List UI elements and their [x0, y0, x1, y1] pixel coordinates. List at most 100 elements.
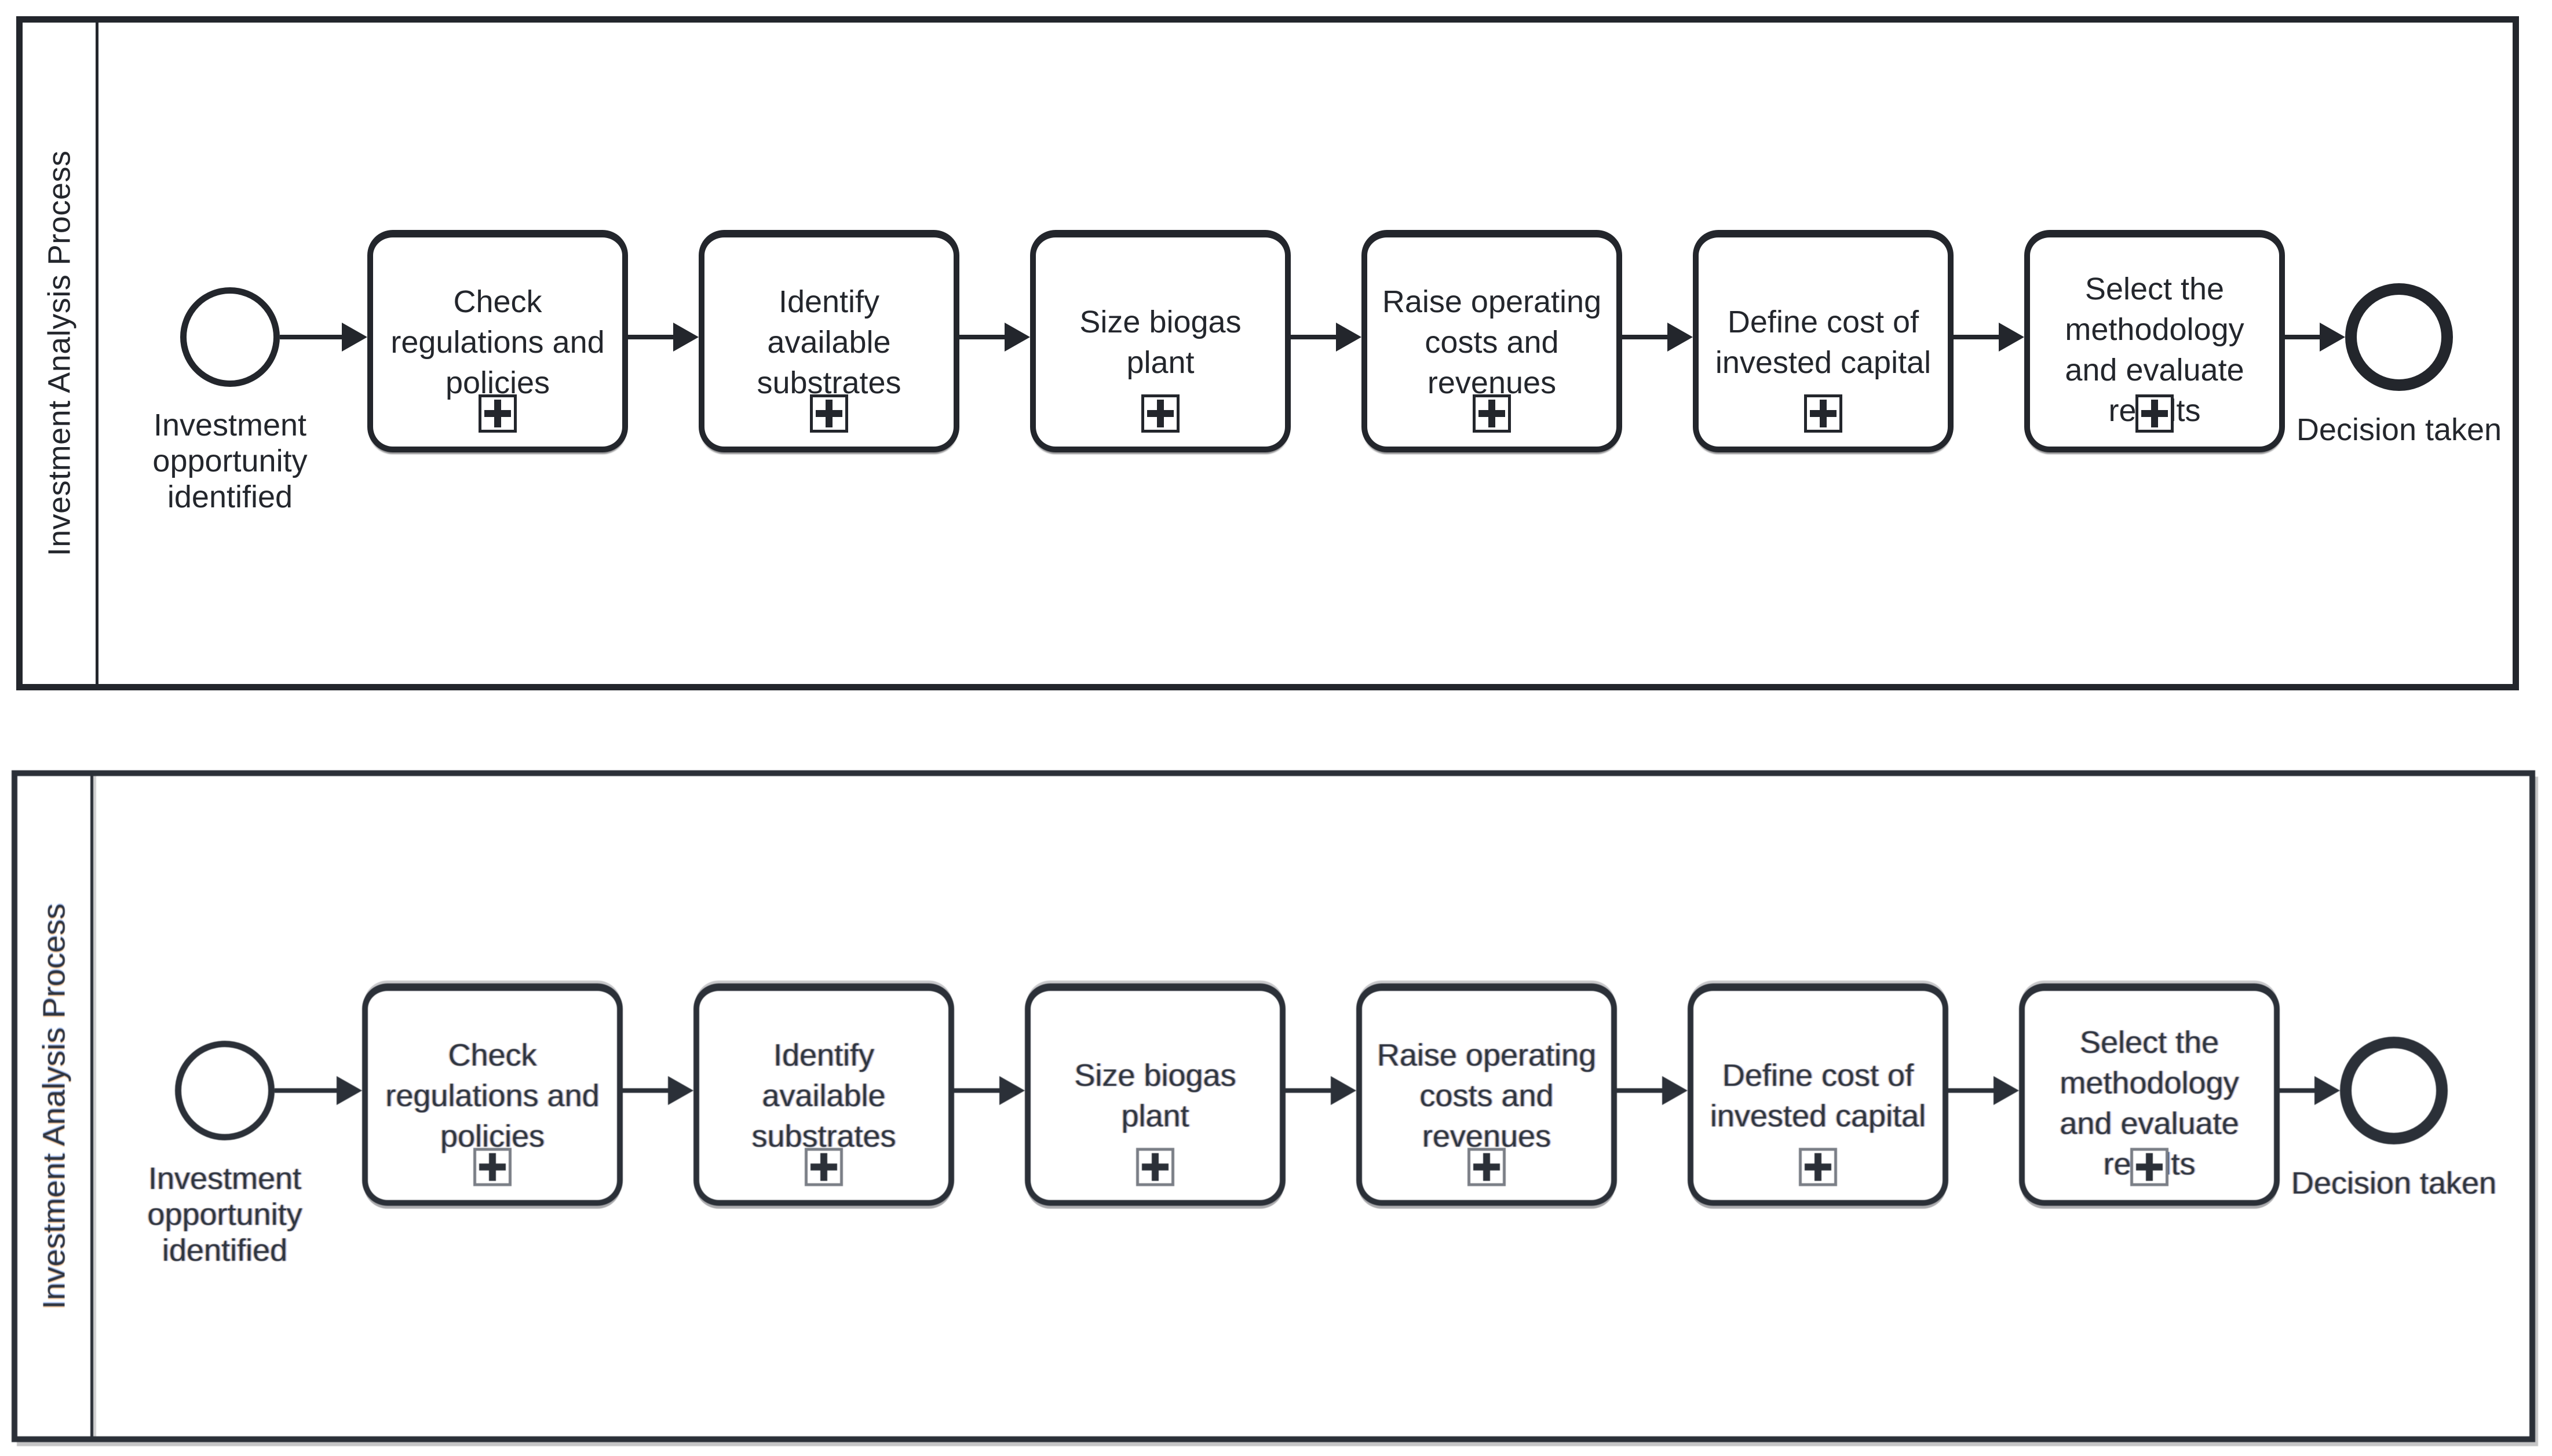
subprocess-plus-icon [2130, 1148, 2168, 1186]
label-line: Check [453, 284, 542, 319]
pool-title: Investment Analysis Process [42, 150, 77, 557]
subprocess-plus-icon [1473, 394, 1511, 433]
subprocess-plus-icon [1136, 1148, 1174, 1186]
label-line: identified [162, 1233, 288, 1268]
label-line: substrates [751, 1118, 896, 1154]
task-raise-costs-revenues: Raise operating costs and revenues [1356, 983, 1617, 1206]
label-line: Identify [778, 284, 880, 319]
sequence-flow-arrow [275, 1076, 362, 1105]
label-line: available [762, 1078, 886, 1113]
label-line: revenues [1427, 365, 1557, 400]
label-line: policies [440, 1118, 545, 1154]
pool-label-lane: Investment Analysis Process [23, 23, 98, 684]
label-line: Define cost of [1722, 1058, 1914, 1093]
end-event-label: Decision taken [2291, 1166, 2497, 1201]
task-define-cost-capital: Define cost of invested capital [1688, 983, 1948, 1206]
start-event-circle [175, 1041, 275, 1140]
subprocess-plus-icon [1141, 394, 1180, 433]
task-label: Identify available substrates [715, 281, 943, 403]
label-line: plant [1126, 345, 1195, 380]
task-label: Select the methodology and evaluate resu… [2041, 269, 2268, 431]
label-line: Investment [153, 408, 307, 442]
subprocess-plus-icon [805, 1148, 843, 1186]
label-line: invested capital [1715, 345, 1932, 380]
label-line: Select the [2084, 271, 2225, 306]
subprocess-plus-icon [479, 394, 517, 433]
pool-title: Investment Analysis Process [36, 903, 72, 1309]
sequence-flow-arrow [628, 323, 699, 352]
task-label: Raise operating costs and revenues [1373, 1035, 1600, 1157]
task-label: Check regulations and policies [379, 1035, 606, 1157]
bpmn-pool-bottom: Investment Analysis Process Investment o… [12, 770, 2535, 1442]
label-line: and evaluate [2065, 352, 2244, 387]
task-size-biogas-plant: Size biogas plant [1030, 230, 1291, 452]
start-event-label: Investment opportunity identified [109, 1161, 341, 1268]
pool-label-lane: Investment Analysis Process [17, 776, 93, 1436]
label-line: regulations and [390, 324, 605, 360]
label-line: methodology [2065, 312, 2244, 347]
task-size-biogas-plant: Size biogas plant [1025, 983, 1286, 1206]
label-line: Raise operating [1377, 1037, 1597, 1073]
subprocess-plus-icon [2135, 394, 2174, 433]
subprocess-plus-icon [473, 1148, 512, 1186]
start-event-label: Investment opportunity identified [114, 407, 346, 515]
label-line: Raise operating [1382, 284, 1602, 319]
sequence-flow-arrow [2285, 323, 2345, 352]
label-line: invested capital [1710, 1098, 1926, 1133]
subprocess-plus-icon [1467, 1148, 1506, 1186]
task-select-methodology: Select the methodology and evaluate resu… [2019, 983, 2280, 1206]
label-line: plant [1121, 1098, 1189, 1133]
end-event-label: Decision taken [2296, 412, 2502, 447]
sequence-flow-arrow [1291, 323, 1361, 352]
label-line: regulations and [385, 1078, 600, 1113]
sequence-flow-arrow [954, 1076, 1025, 1105]
sequence-flow-arrow [959, 323, 1030, 352]
task-label: Identify available substrates [710, 1035, 937, 1157]
sequence-flow-arrow [623, 1076, 693, 1105]
subprocess-plus-icon [1799, 1148, 1837, 1186]
label-line: Define cost of [1727, 304, 1919, 339]
label-line: available [767, 324, 891, 360]
start-event-circle [180, 287, 280, 387]
task-check-regulations: Check regulations and policies [362, 983, 623, 1206]
sequence-flow-arrow [1954, 323, 2024, 352]
label-line: opportunity [147, 1197, 302, 1232]
label-line: Size biogas [1079, 304, 1242, 339]
task-select-methodology: Select the methodology and evaluate resu… [2024, 230, 2285, 452]
label-line: Check [448, 1037, 537, 1073]
sequence-flow-arrow [1617, 1076, 1688, 1105]
label-line: Size biogas [1074, 1058, 1236, 1093]
task-label: Define cost of invested capital [1704, 1055, 1932, 1136]
task-raise-costs-revenues: Raise operating costs and revenues [1361, 230, 1622, 452]
end-event-circle [2340, 1037, 2448, 1144]
label-line: Identify [773, 1037, 875, 1073]
subprocess-plus-icon [1804, 394, 1842, 433]
label-line: identified [167, 480, 293, 514]
label-line: costs and [1425, 324, 1559, 360]
label-line: Investment [148, 1161, 302, 1196]
label-line: Select the [2079, 1025, 2219, 1060]
end-event-circle [2345, 283, 2453, 391]
label-line: policies [445, 365, 550, 400]
sequence-flow-arrow [1948, 1076, 2019, 1105]
bpmn-pool-top: Investment Analysis Process Investment o… [16, 16, 2519, 690]
task-check-regulations: Check regulations and policies [367, 230, 628, 452]
task-identify-substrates: Identify available substrates [693, 983, 954, 1206]
task-label: Define cost of invested capital [1710, 302, 1937, 383]
label-line: revenues [1422, 1118, 1551, 1154]
task-identify-substrates: Identify available substrates [699, 230, 959, 452]
label-line: substrates [757, 365, 901, 400]
task-label: Raise operating costs and revenues [1378, 281, 1605, 403]
label-line: methodology [2060, 1065, 2239, 1100]
label-line: opportunity [152, 444, 308, 478]
task-label: Check regulations and policies [384, 281, 611, 403]
task-label: Size biogas plant [1042, 1055, 1269, 1136]
sequence-flow-arrow [1622, 323, 1693, 352]
task-define-cost-capital: Define cost of invested capital [1693, 230, 1954, 452]
label-line: and evaluate [2060, 1106, 2239, 1141]
label-line: costs and [1419, 1078, 1554, 1113]
subprocess-plus-icon [810, 394, 848, 433]
task-label: Size biogas plant [1047, 302, 1274, 383]
sequence-flow-arrow [280, 323, 367, 352]
